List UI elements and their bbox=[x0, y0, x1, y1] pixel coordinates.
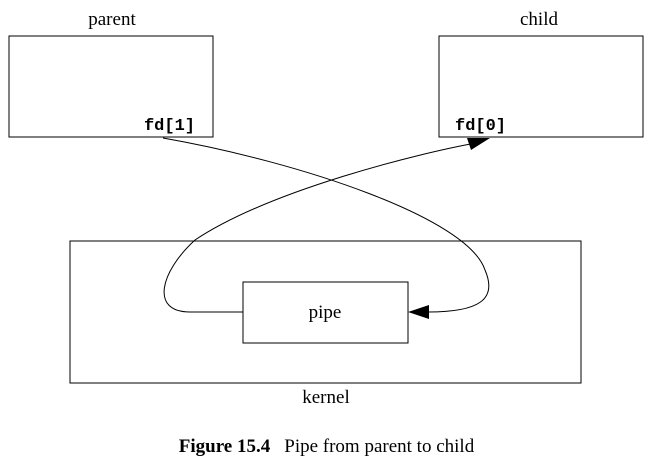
figure-caption: Figure 15.4 Pipe from parent to child bbox=[0, 436, 653, 458]
caption-text: Pipe from parent to child bbox=[284, 436, 475, 457]
pipe-box bbox=[242, 281, 409, 344]
child-input-arrowhead bbox=[467, 138, 490, 150]
pipe-label: pipe bbox=[309, 302, 342, 323]
caption-figure-number: Figure 15.4 bbox=[178, 436, 271, 457]
pipe-input-arrowhead bbox=[408, 305, 429, 319]
parent-title: parent bbox=[88, 9, 136, 30]
parent-to-pipe-line bbox=[162, 137, 490, 313]
parent-fd-label: fd[1] bbox=[144, 117, 195, 136]
child-fd-label: fd[0] bbox=[455, 117, 506, 136]
kernel-label: kernel bbox=[302, 387, 349, 408]
pipe-to-child-line bbox=[163, 142, 477, 313]
parent-process-box bbox=[8, 35, 214, 138]
child-title: child bbox=[520, 9, 558, 30]
child-process-box bbox=[438, 35, 644, 138]
